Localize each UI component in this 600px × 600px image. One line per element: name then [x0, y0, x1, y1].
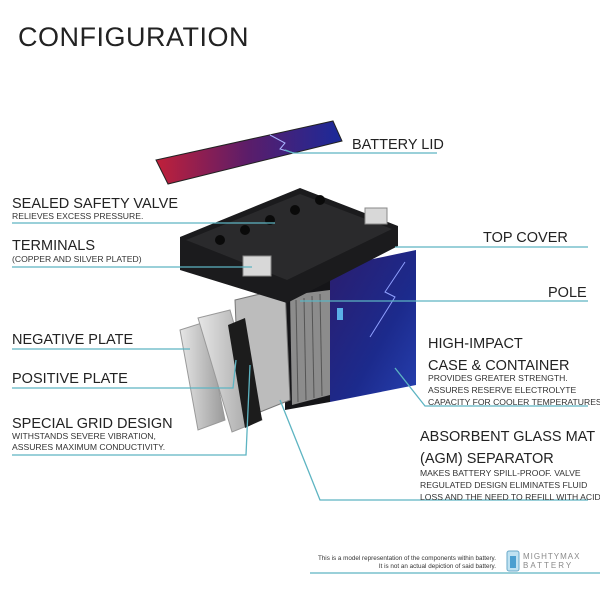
label-terminals: TERMINALS [12, 238, 95, 254]
negative-plate [179, 321, 226, 431]
logo-text-2: BATTERY [523, 561, 574, 570]
label-sealed-safety-valve: SEALED SAFETY VALVE [12, 196, 179, 212]
terminal-positive [364, 207, 388, 225]
terminal-negative [242, 255, 272, 277]
battery-lid [155, 120, 343, 185]
battery-case-front [330, 250, 416, 402]
desc-special-grid-2: ASSURES MAXIMUM CONDUCTIVITY. [12, 442, 166, 452]
label-battery-lid: BATTERY LID [352, 137, 444, 153]
label-negative-plate: NEGATIVE PLATE [12, 332, 134, 348]
desc-special-grid-1: WITHSTANDS SEVERE VIBRATION, [12, 431, 156, 441]
desc-terminals: (COPPER AND SILVER PLATED) [12, 254, 142, 264]
label-agm-2: (AGM) SEPARATOR [420, 451, 554, 467]
desc-agm-1: MAKES BATTERY SPILL-PROOF. VALVE [420, 468, 581, 478]
logo-graphic [337, 308, 343, 320]
desc-high-impact-2: ASSURES RESERVE ELECTROLYTE [428, 385, 577, 395]
label-pole: POLE [548, 285, 587, 301]
desc-high-impact-1: PROVIDES GREATER STRENGTH. [428, 373, 568, 383]
desc-high-impact-3: CAPACITY FOR COOLER TEMPERATURES. [428, 397, 600, 407]
desc-agm-2: REGULATED DESIGN ELIMINATES FLUID [420, 480, 588, 490]
footer-disclaimer-2: It is not an actual depiction of said ba… [378, 563, 496, 570]
desc-sealed-safety-valve: RELIEVES EXCESS PRESSURE. [12, 211, 144, 221]
label-positive-plate: POSITIVE PLATE [12, 371, 128, 387]
plate-stack [234, 287, 330, 421]
label-top-cover: TOP COVER [483, 230, 568, 246]
footer-disclaimer-1: This is a model representation of the co… [317, 555, 496, 562]
grid-plate [228, 318, 262, 428]
label-high-impact-1: HIGH-IMPACT [428, 336, 523, 352]
leader-lines [12, 149, 600, 574]
logo-text-1: MIGHTYMAX [523, 552, 581, 561]
page-title: CONFIGURATION [18, 22, 249, 52]
label-agm-1: ABSORBENT GLASS MAT [420, 429, 596, 445]
label-high-impact-2: CASE & CONTAINER [428, 358, 570, 374]
desc-agm-3: LOSS AND THE NEED TO REFILL WITH ACID. [420, 492, 600, 502]
label-special-grid-design: SPECIAL GRID DESIGN [12, 416, 173, 432]
